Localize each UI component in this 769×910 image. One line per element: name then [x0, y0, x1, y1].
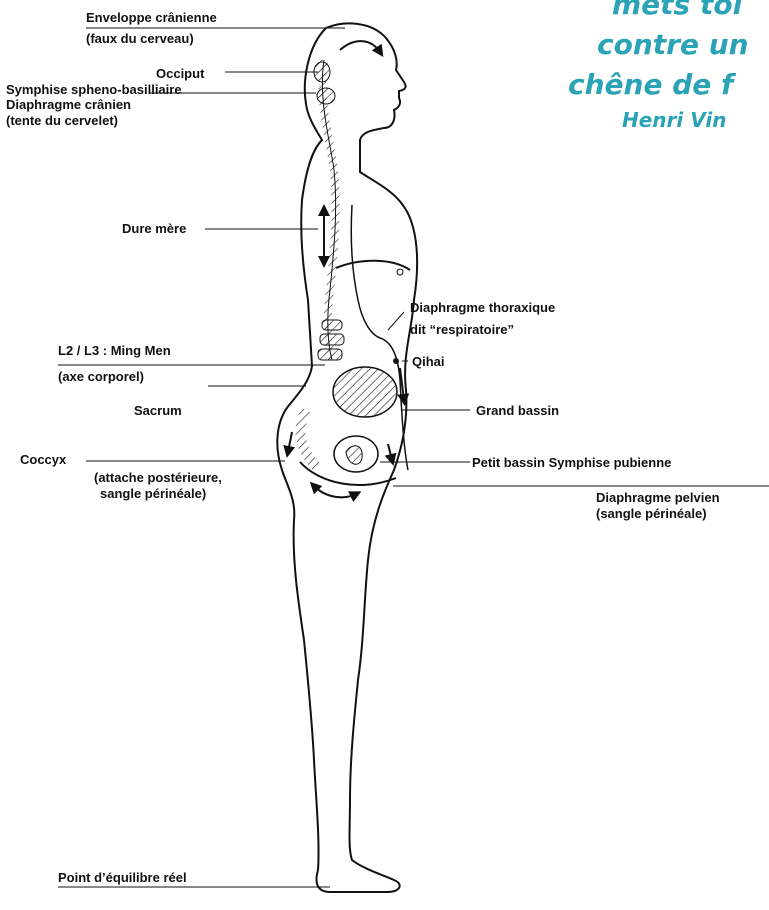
label-enveloppe-cranienne: Enveloppe crânienne — [86, 10, 217, 25]
ribcage-curve — [336, 261, 410, 270]
label-dure-mere: Dure mère — [122, 221, 186, 236]
arm-outline — [351, 205, 408, 470]
label-coccyx: Coccyx — [20, 452, 66, 467]
label-diaphragme-pelvien: Diaphragme pelvien — [596, 490, 720, 505]
pelvis — [300, 367, 397, 485]
label-sangle-perineale-pelvien: (sangle périnéale) — [596, 506, 707, 521]
label-diaphragme-thoracique: Diaphragme thoraxique — [410, 300, 555, 315]
label-respiratoire: dit “respiratoire” — [410, 322, 514, 337]
quote-line-3: chêne de f — [568, 68, 733, 101]
label-faux-cerveau: (faux du cerveau) — [86, 31, 194, 46]
quote-line-2: contre un — [597, 28, 749, 61]
label-occiput: Occiput — [156, 66, 204, 81]
quote-author: Henri Vin — [622, 108, 726, 132]
navel — [397, 269, 403, 275]
label-sacrum: Sacrum — [134, 403, 182, 418]
label-tente-cervelet: (tente du cervelet) — [6, 113, 118, 128]
label-attache-posterieure: (attache postérieure, — [94, 470, 222, 485]
label-petit-bassin: Petit bassin Symphise pubienne — [472, 455, 671, 470]
label-ming-men: L2 / L3 : Ming Men — [58, 343, 171, 358]
label-symphise: Symphise spheno-basilliaire — [6, 82, 182, 97]
quote-line-1: mets toi — [612, 0, 742, 21]
qihai-dot — [393, 358, 399, 364]
label-point-equilibre: Point d’équilibre réel — [58, 870, 187, 885]
label-diaphragme-cranien: Diaphragme crânien — [6, 97, 131, 112]
label-axe-corporel: (axe corporel) — [58, 369, 144, 384]
label-grand-bassin: Grand bassin — [476, 403, 559, 418]
label-qihai: Qihai — [412, 354, 445, 369]
label-sangle-perineale: sangle périnéale) — [100, 486, 206, 501]
